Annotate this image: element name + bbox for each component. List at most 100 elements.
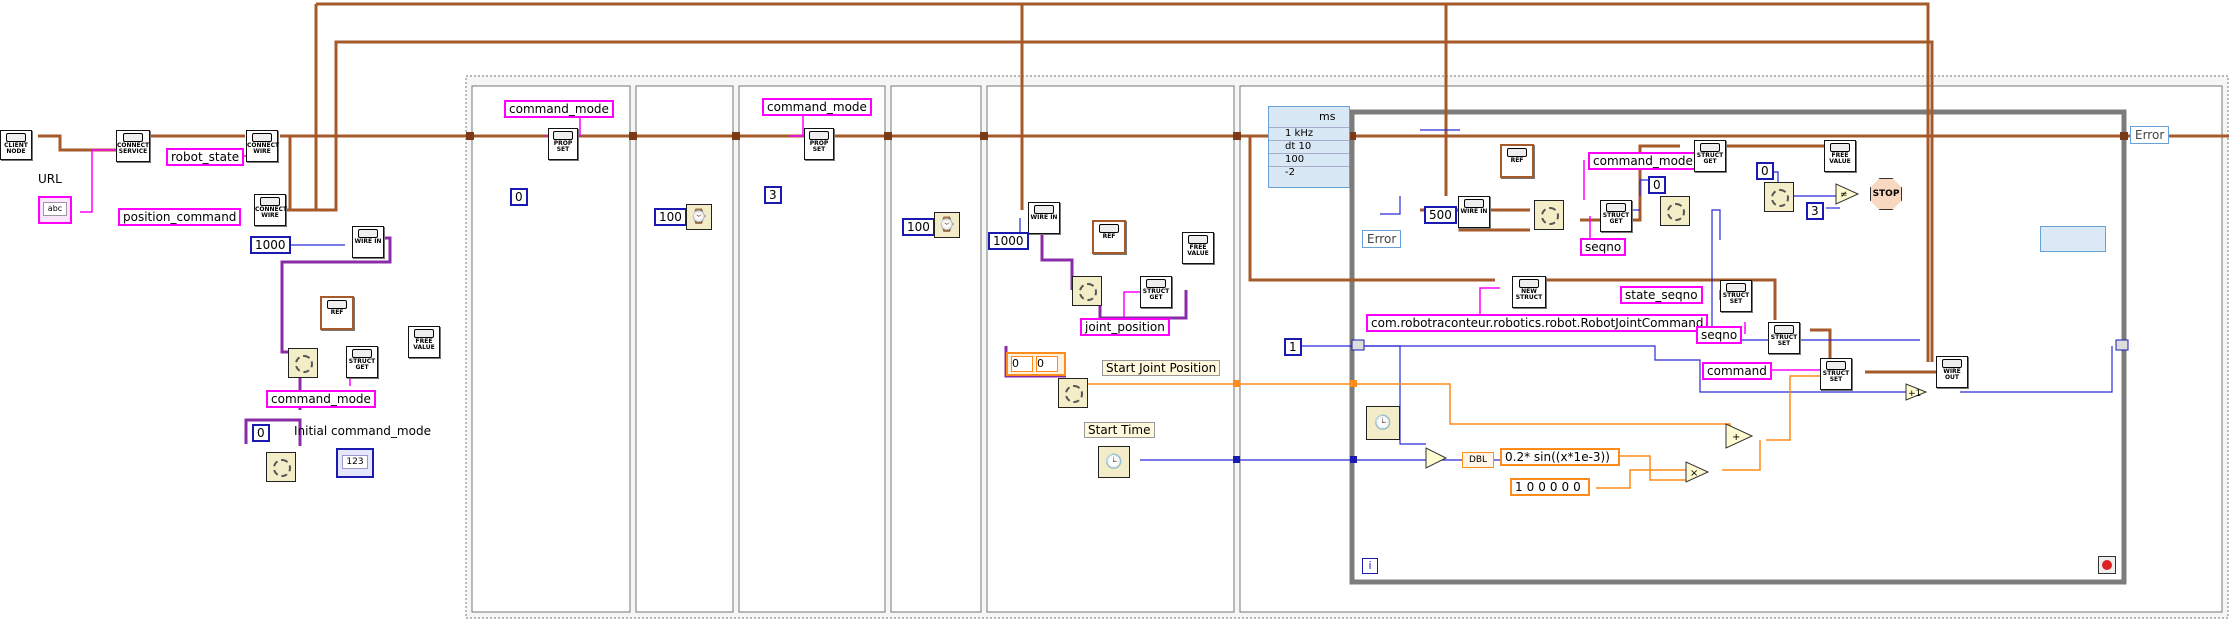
- multiply-primitive: [1685, 461, 1710, 483]
- to-double-node[interactable]: DBL: [1462, 452, 1494, 468]
- increment-primitive: [1905, 383, 1928, 401]
- reference-wires: [38, 2, 2229, 374]
- free-value-node-2[interactable]: FREE VALUE: [1182, 232, 1214, 264]
- get-value-subvi-7[interactable]: [1764, 182, 1794, 212]
- struct-get-node-1[interactable]: STRUCT GET: [346, 346, 378, 378]
- struct-set-node-2[interactable]: STRUCT SET: [1768, 322, 1800, 354]
- tick-count-icon[interactable]: 🕒: [1366, 406, 1400, 440]
- sequence-frame-3: [738, 85, 886, 613]
- stop-condition-terminal[interactable]: [2098, 556, 2116, 574]
- offset-row: 100: [1269, 153, 1349, 166]
- constant-3-a[interactable]: 3: [764, 186, 782, 204]
- struct-get-node-2[interactable]: STRUCT GET: [1140, 276, 1172, 308]
- shift-register-left: [1351, 339, 1365, 351]
- add-primitive: [1725, 423, 1754, 449]
- struct-get-node-3[interactable]: STRUCT GET: [1600, 200, 1632, 232]
- multiply-symbol: ×: [1690, 468, 1698, 479]
- constant-100000[interactable]: 100000: [1510, 478, 1590, 496]
- sequence-frame-5: [986, 85, 1235, 613]
- prop-set-node-1[interactable]: PROP SET: [548, 128, 578, 160]
- command-mode-label-1[interactable]: command_mode: [266, 390, 376, 408]
- prop-set-node-2[interactable]: PROP SET: [804, 128, 834, 160]
- url-control[interactable]: abc: [38, 196, 72, 224]
- connect-wire-node-2[interactable]: CONNECT WIRE: [254, 194, 287, 226]
- ref-node-3[interactable]: REF: [1500, 144, 1534, 178]
- stop-condition-icon: [2102, 560, 2112, 570]
- struct-set-node-1[interactable]: STRUCT SET: [1720, 280, 1752, 312]
- struct-get-node-4[interactable]: STRUCT GET: [1694, 140, 1726, 172]
- start-time-label: Start Time: [1084, 422, 1155, 438]
- constant-0-a[interactable]: 0: [252, 424, 270, 442]
- ref-node-2[interactable]: REF: [1092, 220, 1126, 254]
- sequence-frame-1: [471, 85, 631, 613]
- timeout-1000-constant-a[interactable]: 1000: [250, 236, 291, 254]
- connect-wire-node-1[interactable]: CONNECT WIRE: [246, 130, 279, 162]
- get-value-subvi-6[interactable]: [1660, 196, 1690, 226]
- connect-service-node[interactable]: CONNECT SERVICE: [116, 130, 150, 162]
- get-value-subvi-3[interactable]: [1072, 276, 1102, 306]
- stop-icon[interactable]: STOP: [1870, 178, 1902, 210]
- command-mode-indicator: 123: [336, 448, 374, 478]
- wire-out-node[interactable]: WIRE OUT: [1936, 356, 1968, 388]
- struct-type-label[interactable]: com.robotraconteur.robotics.robot.RobotJ…: [1366, 314, 1709, 332]
- constant-0-c[interactable]: 0: [1648, 176, 1666, 194]
- command-mode-label-4[interactable]: command_mode: [1588, 152, 1698, 170]
- seqno-label-2[interactable]: seqno: [1696, 326, 1743, 344]
- constant-0-d[interactable]: 0: [1756, 162, 1774, 180]
- joint-position-label[interactable]: joint_position: [1080, 318, 1170, 336]
- priority-row: -2: [1269, 166, 1349, 179]
- command-mode-label-2[interactable]: command_mode: [504, 100, 614, 118]
- formula-node[interactable]: 0.2* sin((x*1e-3)): [1500, 448, 1620, 466]
- state-seqno-label[interactable]: state_seqno: [1620, 286, 1703, 304]
- dt-row: dt 10: [1269, 140, 1349, 153]
- wait-ms-icon-1[interactable]: ⌚: [686, 204, 712, 230]
- ms-label: ms: [1319, 110, 1336, 123]
- command-label[interactable]: command: [1702, 362, 1772, 380]
- wait-100-constant-a[interactable]: 100: [654, 208, 687, 226]
- khz-row: 1 kHz: [1269, 127, 1349, 140]
- free-value-node-1[interactable]: FREE VALUE: [408, 326, 440, 358]
- constant-1[interactable]: 1: [1284, 338, 1302, 356]
- error-cluster-right[interactable]: Error: [2130, 126, 2170, 144]
- sequence-frame-4: [890, 85, 982, 613]
- constant-0-b[interactable]: 0: [510, 188, 528, 206]
- command-mode-label-3[interactable]: command_mode: [762, 98, 872, 116]
- robot-state-label[interactable]: robot_state: [166, 148, 245, 166]
- shift-register-right: [2115, 339, 2129, 351]
- get-value-subvi-4[interactable]: [1058, 378, 1088, 408]
- start-time-clock-icon[interactable]: 🕒: [1098, 446, 1130, 478]
- tunnels: [466, 132, 2128, 140]
- new-struct-node[interactable]: NEW STRUCT: [1512, 276, 1546, 308]
- get-value-subvi-1[interactable]: [288, 348, 318, 378]
- position-command-label[interactable]: position_command: [118, 208, 242, 226]
- wire-in-node-1[interactable]: WIRE IN: [352, 226, 384, 258]
- url-label: URL: [38, 172, 62, 186]
- timeout-500-constant[interactable]: 500: [1424, 206, 1457, 224]
- constant-3-b[interactable]: 3: [1806, 202, 1824, 220]
- ref-node-1[interactable]: REF: [320, 296, 354, 330]
- timeout-1000-constant-b[interactable]: 1000: [988, 232, 1029, 250]
- wire-in-node-2[interactable]: WIRE IN: [1028, 202, 1060, 234]
- get-value-subvi-2[interactable]: [266, 452, 296, 482]
- wait-100-constant-b[interactable]: 100: [902, 218, 935, 236]
- not-equal-symbol: ≠: [1840, 190, 1848, 200]
- increment-symbol: +1: [1908, 389, 1921, 399]
- iteration-terminal: i: [1362, 558, 1378, 574]
- sequence-frame-2: [635, 85, 734, 613]
- error-cluster-left[interactable]: Error: [1362, 230, 1402, 248]
- timed-loop-config[interactable]: ms 1 kHz dt 10 100 -2: [1268, 106, 1350, 188]
- initial-command-mode-label: Initial command_mode: [294, 424, 431, 438]
- free-value-node-3[interactable]: FREE VALUE: [1824, 140, 1856, 172]
- struct-set-node-3[interactable]: STRUCT SET: [1820, 358, 1852, 390]
- wire-in-node-3[interactable]: WIRE IN: [1458, 196, 1490, 228]
- seqno-label-1[interactable]: seqno: [1580, 238, 1627, 256]
- start-joint-array-constant[interactable]: 0 0: [1006, 352, 1066, 376]
- not-equal-primitive: [1835, 183, 1860, 205]
- client-node[interactable]: CLIENT NODE: [0, 130, 32, 160]
- get-value-subvi-5[interactable]: [1534, 200, 1564, 230]
- add-symbol: +: [1732, 432, 1740, 443]
- wait-ms-icon-2[interactable]: ⌚: [934, 212, 960, 238]
- to-dbl-primitive: [1425, 447, 1448, 469]
- loop-condition-terminal[interactable]: [2040, 226, 2106, 252]
